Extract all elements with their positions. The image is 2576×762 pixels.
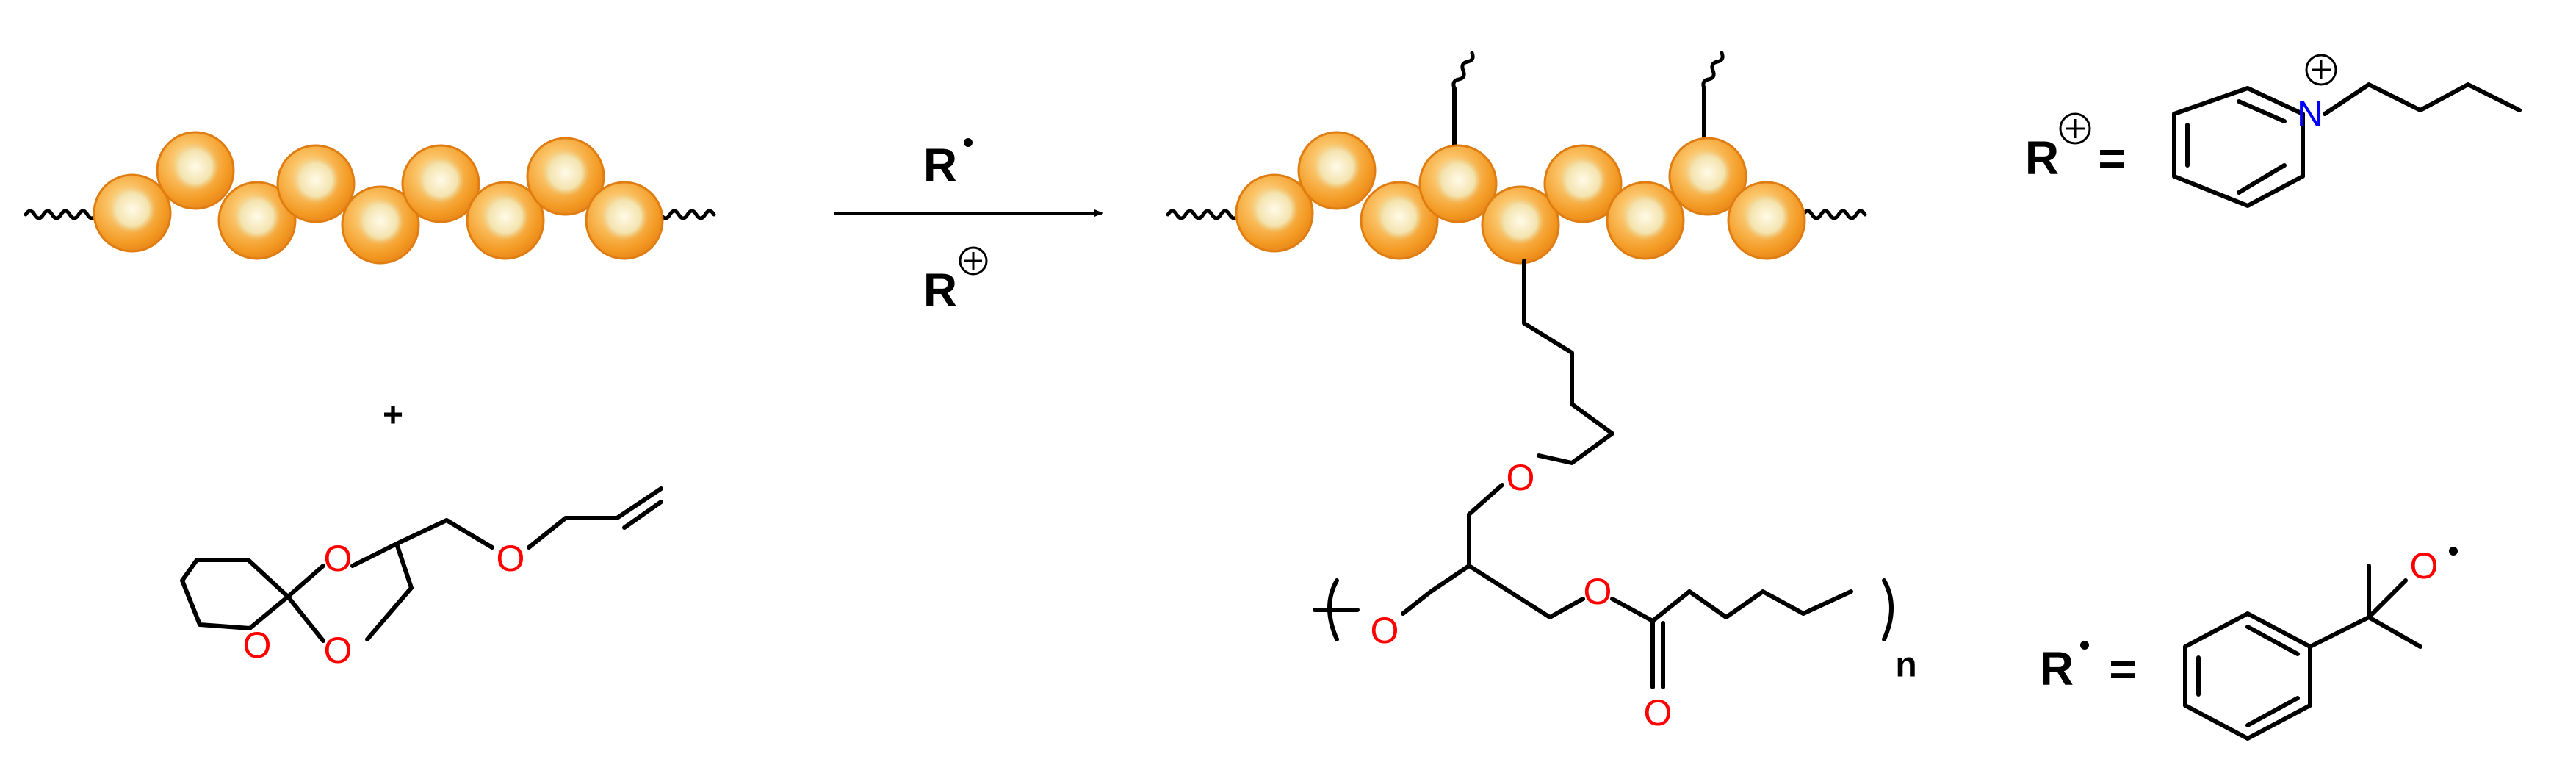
- ring-oxygen-top: O: [324, 538, 353, 579]
- bead: [466, 181, 545, 260]
- bead: [585, 181, 664, 260]
- product-ether-oxygen: O: [1507, 457, 1535, 498]
- cation-equals: =: [2098, 132, 2125, 184]
- bead: [401, 144, 480, 223]
- radical-definition: R = O: [2040, 545, 2458, 741]
- bead: [1418, 144, 1498, 223]
- product-left-wavy: [1166, 209, 1241, 220]
- bead: [156, 131, 235, 210]
- propyl-linker: [1522, 259, 1614, 465]
- radical-equals: =: [2109, 642, 2136, 695]
- product-right-wavy: [1801, 209, 1867, 220]
- repeat-subscript-n: n: [1895, 646, 1916, 685]
- ether-oxygen: O: [497, 538, 525, 579]
- plus-sign: +: [383, 396, 403, 435]
- bead: [1297, 131, 1377, 210]
- graft-stub-left-wavy: [1451, 51, 1475, 90]
- bead: [1543, 144, 1623, 223]
- bead: [1360, 181, 1439, 260]
- product-backbone-oxygen: O: [1371, 610, 1399, 651]
- product-side-chain: O O O O n: [1313, 259, 1917, 733]
- benzene-inner-bonds: [2196, 625, 2300, 727]
- bead: [1481, 185, 1560, 265]
- butyl-chain: [2323, 82, 2522, 116]
- bead: [93, 173, 172, 253]
- bead: [341, 185, 420, 265]
- cyclopentane-oxygen: O: [243, 625, 272, 666]
- product-carbonyl-oxygen: O: [1644, 692, 1673, 733]
- bead: [1606, 181, 1685, 260]
- product-ester-oxygen: O: [1584, 571, 1612, 612]
- bead: [276, 144, 356, 223]
- ring-oxygen-bottom: O: [324, 630, 353, 671]
- allyl-chain: [394, 486, 663, 550]
- radical-oxygen: O: [2410, 545, 2439, 586]
- radical-label: R: [2040, 642, 2074, 695]
- carbonyl-bond: [1650, 619, 1665, 689]
- monomer-structure: O O O O: [180, 486, 663, 671]
- reaction-arrow: R R: [834, 138, 1103, 317]
- pyridinium-ring: [2172, 86, 2305, 208]
- product-polymer-chain: [1166, 51, 1867, 265]
- nitrogen-charge-icon: [2305, 54, 2337, 86]
- allyl-double-bond: [622, 500, 663, 530]
- graft-stub-right-wavy: [1701, 51, 1725, 90]
- radical-dot-icon: [2080, 641, 2089, 650]
- dioxolane-bonds: [286, 542, 414, 643]
- pyridinium-inner-bonds: [2185, 99, 2287, 195]
- polyester-chain: [1610, 589, 1853, 623]
- cumyloxy-branches: [2308, 564, 2422, 649]
- left-chain-end-wavy: [24, 209, 98, 220]
- bead: [1668, 137, 1747, 216]
- bead: [1235, 173, 1314, 253]
- cyclopentane-ring: [180, 558, 290, 630]
- arrow-cation-label: R: [923, 264, 957, 317]
- starting-polymer-chain: [24, 131, 716, 265]
- bead: [526, 137, 605, 216]
- radical-dot-icon: [964, 138, 973, 147]
- bead: [217, 181, 297, 260]
- glycerol-backbone: [1401, 483, 1585, 619]
- benzene-ring: [2183, 611, 2312, 741]
- repeat-bracket-right: [1882, 578, 1894, 641]
- arrow-radical-label: R: [923, 139, 957, 192]
- cation-label: R: [2025, 132, 2059, 184]
- cation-charge-icon: [2059, 112, 2091, 145]
- bead: [1727, 181, 1806, 260]
- oxygen-radical-dot-icon: [2449, 547, 2458, 556]
- cation-definition: R = N: [2025, 54, 2522, 208]
- cation-charge-icon: [959, 246, 988, 276]
- pyridinium-nitrogen: N: [2297, 93, 2323, 134]
